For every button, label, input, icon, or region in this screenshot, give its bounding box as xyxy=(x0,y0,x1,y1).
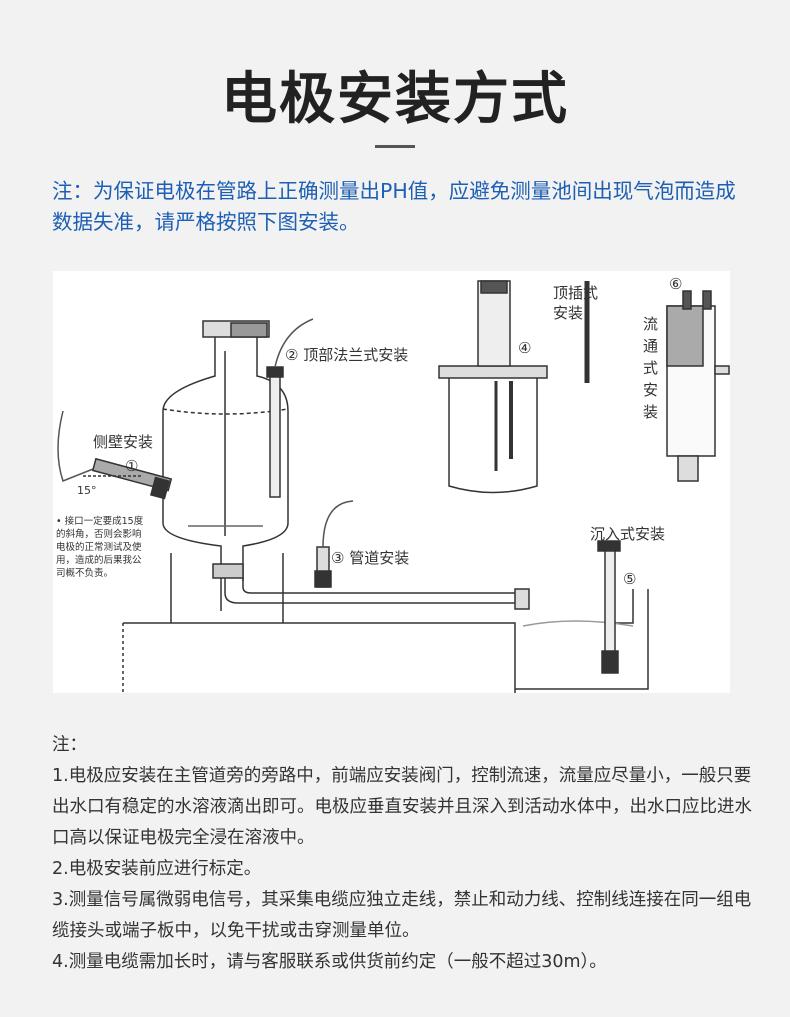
label-top-insert-2: 安装 xyxy=(553,304,583,322)
label-pipeline: ③ 管道安装 xyxy=(331,549,409,567)
note-item: 3.测量信号属微弱电信号，其采集电缆应独立走线，禁止和动力线、控制线连接在同一组… xyxy=(52,890,752,941)
label-num-4: ④ xyxy=(518,339,531,357)
label-flow-3: 式 xyxy=(643,359,658,377)
label-side-wall: 侧壁安装 xyxy=(93,433,153,451)
note-item: 2.电极安装前应进行标定。 xyxy=(52,859,262,879)
note-item: 4.测量电缆需加长时，请与客服联系或供货前约定（一般不超过30m）。 xyxy=(52,952,607,972)
note-item: 1.电极应安装在主管道旁的旁路中，前端应安装阀门，控制流速，流量应尽量小，一般只… xyxy=(52,766,752,848)
label-num-6: ⑥ xyxy=(669,275,682,293)
warning-line: • 接口一定要成15度 xyxy=(56,515,144,527)
warning-line: 的斜角，否则会影响 xyxy=(56,528,142,540)
warning-line: 司概不负责。 xyxy=(56,567,113,579)
page-title: 电极安装方式 xyxy=(221,67,569,132)
label-top-insert-1: 顶插式 xyxy=(553,284,598,302)
label-num-5: ⑤ xyxy=(623,570,636,588)
label-flow-5: 装 xyxy=(643,403,658,421)
installation-diagram: 侧壁安装 ② 顶部法兰式安装 ③ 管道安装 顶插式 安装 沉入式安装 15° ①… xyxy=(53,271,730,693)
warning-line: 用，造成的后果我公 xyxy=(56,554,142,566)
label-top-flange: ② 顶部法兰式安装 xyxy=(285,346,408,364)
label-flow-4: 安 xyxy=(643,381,658,399)
label-flow-2: 通 xyxy=(643,337,658,355)
top-note: 注：为保证电极在管路上正确测量出PH值，应避免测量池间出现气泡而造成数据失准，请… xyxy=(52,179,736,234)
label-flow-1: 流 xyxy=(643,315,658,333)
title-divider xyxy=(375,145,415,148)
label-angle: 15° xyxy=(77,484,97,497)
diagram-drawing: 侧壁安装 ② 顶部法兰式安装 ③ 管道安装 顶插式 安装 沉入式安装 15° ①… xyxy=(56,275,730,693)
notes-heading: 注： xyxy=(52,735,87,755)
notes-section: 注： 1.电极应安装在主管道旁的旁路中，前端应安装阀门，控制流速，流量应尽量小，… xyxy=(52,730,752,978)
label-submersible: 沉入式安装 xyxy=(590,525,665,543)
warning-line: 电极的正常测试及使 xyxy=(56,541,142,553)
label-num-1: ① xyxy=(125,457,138,475)
